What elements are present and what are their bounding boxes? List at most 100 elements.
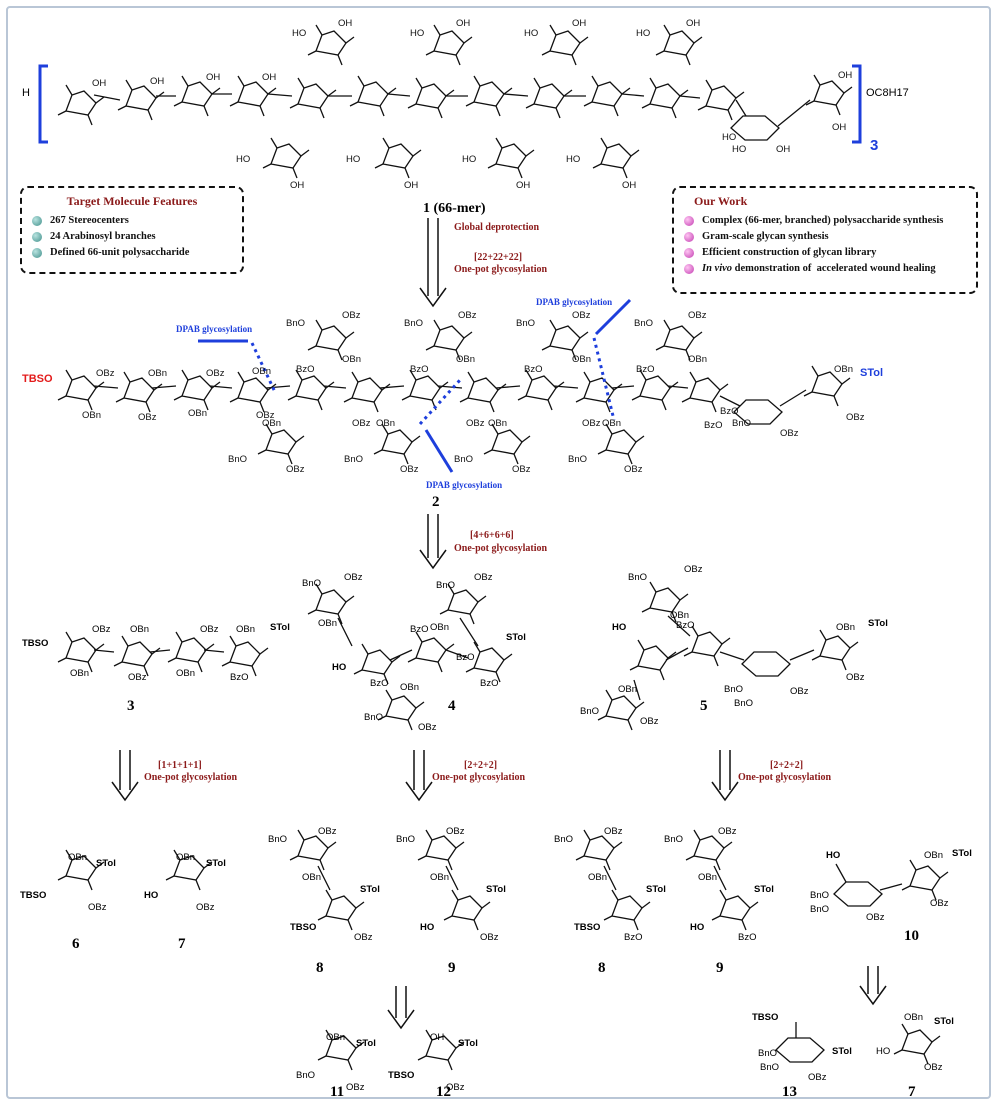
svg-text:One-pot glycosylation: One-pot glycosylation <box>738 772 831 783</box>
svg-text:TBSO: TBSO <box>22 638 48 649</box>
svg-text:HO: HO <box>332 662 346 673</box>
svg-text:OH: OH <box>338 18 352 29</box>
compound-1-lower-branches <box>262 137 640 179</box>
dpab-label-2: DPAB glycosylation <box>426 480 502 490</box>
figure-frame <box>6 6 991 1099</box>
svg-text:OBn: OBn <box>688 354 707 365</box>
svg-text:OBn: OBn <box>618 684 637 695</box>
work-item: In vivo demonstration of accelerated wou… <box>684 263 966 274</box>
svg-text:OBz: OBz <box>138 412 157 423</box>
svg-text:OH: OH <box>838 70 852 81</box>
svg-text:STol: STol <box>360 884 380 895</box>
svg-text:BzO: BzO <box>738 932 756 943</box>
bullet-dot-icon <box>684 215 694 226</box>
compound-9b-label: 9 <box>716 960 724 976</box>
svg-text:HO: HO <box>722 132 736 143</box>
target-features-list: 267 Stereocenters 24 Arabinosyl branches… <box>32 215 232 258</box>
svg-text:OH: OH <box>456 18 470 29</box>
target-features-title: Target Molecule Features <box>66 194 198 208</box>
svg-text:OBn: OBn <box>176 668 195 679</box>
dpab-dash-1 <box>250 342 277 393</box>
arrow-step-3c <box>711 750 739 802</box>
svg-text:HO: HO <box>636 28 650 39</box>
svg-text:One-pot glycosylation: One-pot glycosylation <box>454 543 547 554</box>
svg-text:OBz: OBz <box>688 310 707 321</box>
svg-text:OBn: OBn <box>924 850 943 861</box>
svg-text:TBSO: TBSO <box>574 922 600 933</box>
svg-text:STol: STol <box>458 1038 478 1049</box>
svg-text:HO: HO <box>144 890 158 901</box>
svg-text:BnO: BnO <box>732 418 751 429</box>
compound-8-label: 8 <box>316 960 324 976</box>
svg-text:BnO: BnO <box>296 1070 315 1081</box>
svg-text:STol: STol <box>832 1046 852 1057</box>
svg-text:BnO: BnO <box>344 454 363 465</box>
svg-text:STol: STol <box>96 858 116 869</box>
svg-text:OH: OH <box>150 76 164 87</box>
svg-text:OBz: OBz <box>344 572 363 583</box>
svg-text:OBn: OBn <box>376 418 395 429</box>
bullet-dot-icon <box>32 231 42 242</box>
right-bracket <box>852 64 862 144</box>
dpab-label-1: DPAB glycosylation <box>176 324 252 334</box>
svg-text:OBz: OBz <box>128 672 147 683</box>
svg-text:[2+2+2]: [2+2+2] <box>464 760 497 771</box>
svg-text:OH: OH <box>92 78 106 89</box>
svg-text:OBn: OBn <box>68 852 87 863</box>
stol-group: STol <box>860 367 883 379</box>
svg-text:OBz: OBz <box>352 418 371 429</box>
svg-text:OBz: OBz <box>346 1082 365 1093</box>
svg-text:BnO: BnO <box>724 684 743 695</box>
svg-text:HO: HO <box>236 154 250 165</box>
svg-text:OBn: OBn <box>326 1032 345 1043</box>
svg-text:BzO: BzO <box>704 420 722 431</box>
svg-text:BnO: BnO <box>516 318 535 329</box>
step-2-conditions: [4+6+6+6] One-pot glycosylation <box>454 530 547 554</box>
svg-text:TBSO: TBSO <box>388 1070 414 1081</box>
svg-text:OH: OH <box>832 122 846 133</box>
svg-text:OBz: OBz <box>624 464 643 475</box>
svg-text:OBz: OBz <box>866 912 885 923</box>
compound-11-label: 11 <box>330 1084 344 1100</box>
svg-text:BzO: BzO <box>456 652 474 663</box>
svg-text:BzO: BzO <box>676 620 694 631</box>
arrow-step-3b <box>405 750 433 802</box>
bullet-dot-icon <box>32 247 42 258</box>
svg-text:OBz: OBz <box>572 310 591 321</box>
svg-text:OBz: OBz <box>458 310 477 321</box>
svg-text:OBn: OBn <box>262 418 281 429</box>
svg-text:[2+2+2]: [2+2+2] <box>770 760 803 771</box>
compound-2-label: 2 <box>432 494 440 510</box>
svg-text:BnO: BnO <box>302 578 321 589</box>
svg-text:BnO: BnO <box>268 834 287 845</box>
feature-item: 24 Arabinosyl branches <box>32 231 232 242</box>
step-1-conditions: Global deprotection [22+22+22] One-pot g… <box>454 222 547 275</box>
svg-text:OBz: OBz <box>200 624 219 635</box>
arrow-step-4a <box>387 986 415 1030</box>
dpab-dash-3 <box>592 337 616 421</box>
work-item: Efficient construction of glycan library <box>684 247 966 258</box>
svg-text:BnO: BnO <box>580 706 599 717</box>
svg-text:OBz: OBz <box>206 368 225 379</box>
step-3-conditions: [1+1+1+1] One-pot glycosylation [2+2+2] … <box>144 760 831 783</box>
svg-text:OBn: OBn <box>430 872 449 883</box>
bullet-dot-icon <box>684 231 694 242</box>
svg-text:OH: OH <box>430 1032 444 1043</box>
svg-text:OBn: OBn <box>82 410 101 421</box>
svg-text:OBn: OBn <box>670 610 689 621</box>
svg-text:HO: HO <box>420 922 434 933</box>
svg-text:HO: HO <box>462 154 476 165</box>
svg-text:OBn: OBn <box>588 872 607 883</box>
svg-text:OBn: OBn <box>400 682 419 693</box>
svg-text:OH: OH <box>404 180 418 191</box>
svg-text:BzO: BzO <box>296 364 314 375</box>
svg-text:OBz: OBz <box>318 826 337 837</box>
arrow-step-3a <box>111 750 139 802</box>
svg-text:OBn: OBn <box>252 366 271 377</box>
svg-text:OBn: OBn <box>834 364 853 375</box>
svg-text:STol: STol <box>868 618 888 629</box>
